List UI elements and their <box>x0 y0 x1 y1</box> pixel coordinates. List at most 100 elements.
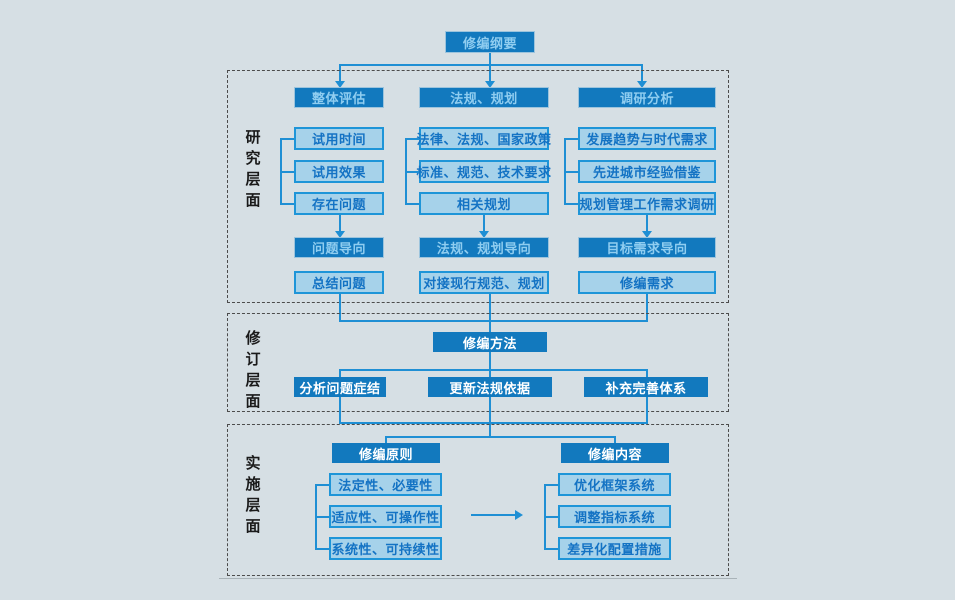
node-label: 法规、规划导向 <box>436 241 532 256</box>
node-revision-item-2: 更新法规依据 <box>428 377 552 397</box>
node-research-col1-header: 整体评估 <box>294 87 384 108</box>
section-label-char: 层 <box>245 171 261 188</box>
node-research-col1-orientation: 问题导向 <box>294 237 384 258</box>
bottom-rule <box>219 578 737 579</box>
arrow-right-icon <box>515 510 523 520</box>
connector-bracket-impl-group1-stub-3 <box>315 548 329 550</box>
connector-bracket-col2-stub-3 <box>405 203 419 205</box>
node-label: 优化框架系统 <box>573 478 655 493</box>
connector-bracket-impl-group2-stub-2 <box>544 516 558 518</box>
node-label: 调研分析 <box>619 91 674 106</box>
connector-col2-to-orientation <box>483 215 485 231</box>
connector-bracket-impl-group1-stub-2 <box>315 516 329 518</box>
node-research-col1-item-2: 试用效果 <box>294 160 384 183</box>
section-label-research: 研 究 层 面 <box>240 127 266 211</box>
node-revision-header: 修编方法 <box>433 332 547 352</box>
arrow-down-icon <box>335 81 345 88</box>
section-label-revision: 修 订 层 面 <box>240 328 266 412</box>
section-label-char: 面 <box>245 518 261 535</box>
node-research-col2-item-3: 相关规划 <box>419 192 549 215</box>
connector-revision-drop-3 <box>646 369 648 378</box>
node-research-col3-orientation: 目标需求导向 <box>578 237 716 258</box>
node-label: 调整指标系统 <box>573 510 655 525</box>
node-label: 法定性、必要性 <box>338 478 433 493</box>
connector-revision-out-bus <box>339 422 648 424</box>
node-label: 存在问题 <box>311 197 366 212</box>
node-label: 相关规划 <box>456 197 511 212</box>
connector-merge-bus <box>339 320 648 322</box>
section-label-char: 究 <box>245 150 261 167</box>
connector-merge-left <box>339 294 341 321</box>
node-revision-item-3: 补充完善体系 <box>584 377 708 397</box>
arrow-down-icon <box>335 231 345 238</box>
connector-revision-out-center <box>489 397 491 437</box>
connector-revision-out-left <box>339 397 341 423</box>
section-label-char: 修 <box>245 330 261 347</box>
connector-col1-to-orientation <box>339 215 341 231</box>
connector-bracket-col2-stub-1 <box>405 138 419 140</box>
node-research-col3-item-1: 发展趋势与时代需求 <box>578 127 716 150</box>
node-label: 标准、规范、技术要求 <box>416 165 552 180</box>
connector-root-drop-2 <box>489 64 491 81</box>
connector-bracket-impl-group1-stub-1 <box>315 484 329 486</box>
connector-revision-drop-2 <box>489 369 491 378</box>
section-label-char: 层 <box>245 497 261 514</box>
connector-root-drop-3 <box>641 64 643 81</box>
node-research-col2-orientation: 法规、规划导向 <box>419 237 549 258</box>
section-frame-implementation <box>227 424 729 576</box>
node-label: 分析问题症结 <box>299 380 381 396</box>
node-research-col1-item-3: 存在问题 <box>294 192 384 215</box>
node-impl-group1-item-3: 系统性、可持续性 <box>329 537 442 560</box>
node-research-col2-item-2: 标准、规范、技术要求 <box>416 160 552 183</box>
node-research-col3-header: 调研分析 <box>578 87 716 108</box>
connector-impl-drop-right <box>614 436 616 445</box>
section-label-char: 面 <box>245 192 261 209</box>
section-frame-research <box>227 70 729 303</box>
node-label: 补充完善体系 <box>605 380 687 396</box>
node-research-col3-item-3: 规划管理工作需求调研 <box>578 192 716 215</box>
connector-bracket-col3-stub-3 <box>564 203 578 205</box>
connector-bracket-col2-stub-2 <box>405 171 419 173</box>
connector-root-stem <box>489 53 491 65</box>
node-impl-group1-item-2: 适应性、可操作性 <box>329 505 442 528</box>
node-label: 修编原则 <box>358 446 413 462</box>
node-research-col2-item-1: 法律、法规、国家政策 <box>416 127 552 150</box>
node-research-col3-item-2: 先进城市经验借鉴 <box>578 160 716 183</box>
node-label: 对接现行规范、规划 <box>423 276 545 291</box>
section-label-char: 研 <box>245 129 261 146</box>
node-label: 修编内容 <box>587 446 642 462</box>
connector-bracket-col1-stub-3 <box>280 203 294 205</box>
connector-col3-to-orientation <box>646 215 648 231</box>
node-label: 法规、规划 <box>450 91 518 106</box>
node-label: 法律、法规、国家政策 <box>416 132 552 147</box>
connector-impl-bus <box>385 436 616 438</box>
connector-bracket-impl-group2-stub-1 <box>544 484 558 486</box>
arrow-down-icon <box>642 231 652 238</box>
node-impl-group2-item-1: 优化框架系统 <box>558 473 671 496</box>
arrow-down-icon <box>637 81 647 88</box>
node-label: 问题导向 <box>311 241 366 256</box>
node-impl-group2-item-2: 调整指标系统 <box>558 505 671 528</box>
connector-revision-out-right <box>646 397 648 423</box>
connector-bracket-col3-stub-1 <box>564 138 578 140</box>
node-label: 先进城市经验借鉴 <box>592 165 701 180</box>
node-impl-group2-header: 修编内容 <box>561 443 669 463</box>
connector-merge-right <box>646 294 648 321</box>
node-impl-group2-item-3: 差异化配置措施 <box>558 537 671 560</box>
section-label-implementation: 实 施 层 面 <box>240 453 266 537</box>
connector-root-drop-1 <box>339 64 341 81</box>
node-label: 适应性、可操作性 <box>331 510 440 525</box>
connector-bracket-col1-stub-2 <box>280 171 294 173</box>
connector-bracket-col3-stub-2 <box>564 171 578 173</box>
arrow-down-icon <box>479 231 489 238</box>
connector-revision-bus <box>339 369 648 371</box>
connector-impl-drop-left <box>385 436 387 445</box>
node-root: 修编纲要 <box>445 31 535 53</box>
node-research-col3-outcome: 修编需求 <box>578 271 716 294</box>
section-label-char: 订 <box>245 351 261 368</box>
section-label-char: 实 <box>245 455 261 472</box>
connector-merge-center <box>489 294 491 334</box>
node-research-col2-outcome: 对接现行规范、规划 <box>419 271 549 294</box>
section-label-char: 面 <box>245 393 261 410</box>
